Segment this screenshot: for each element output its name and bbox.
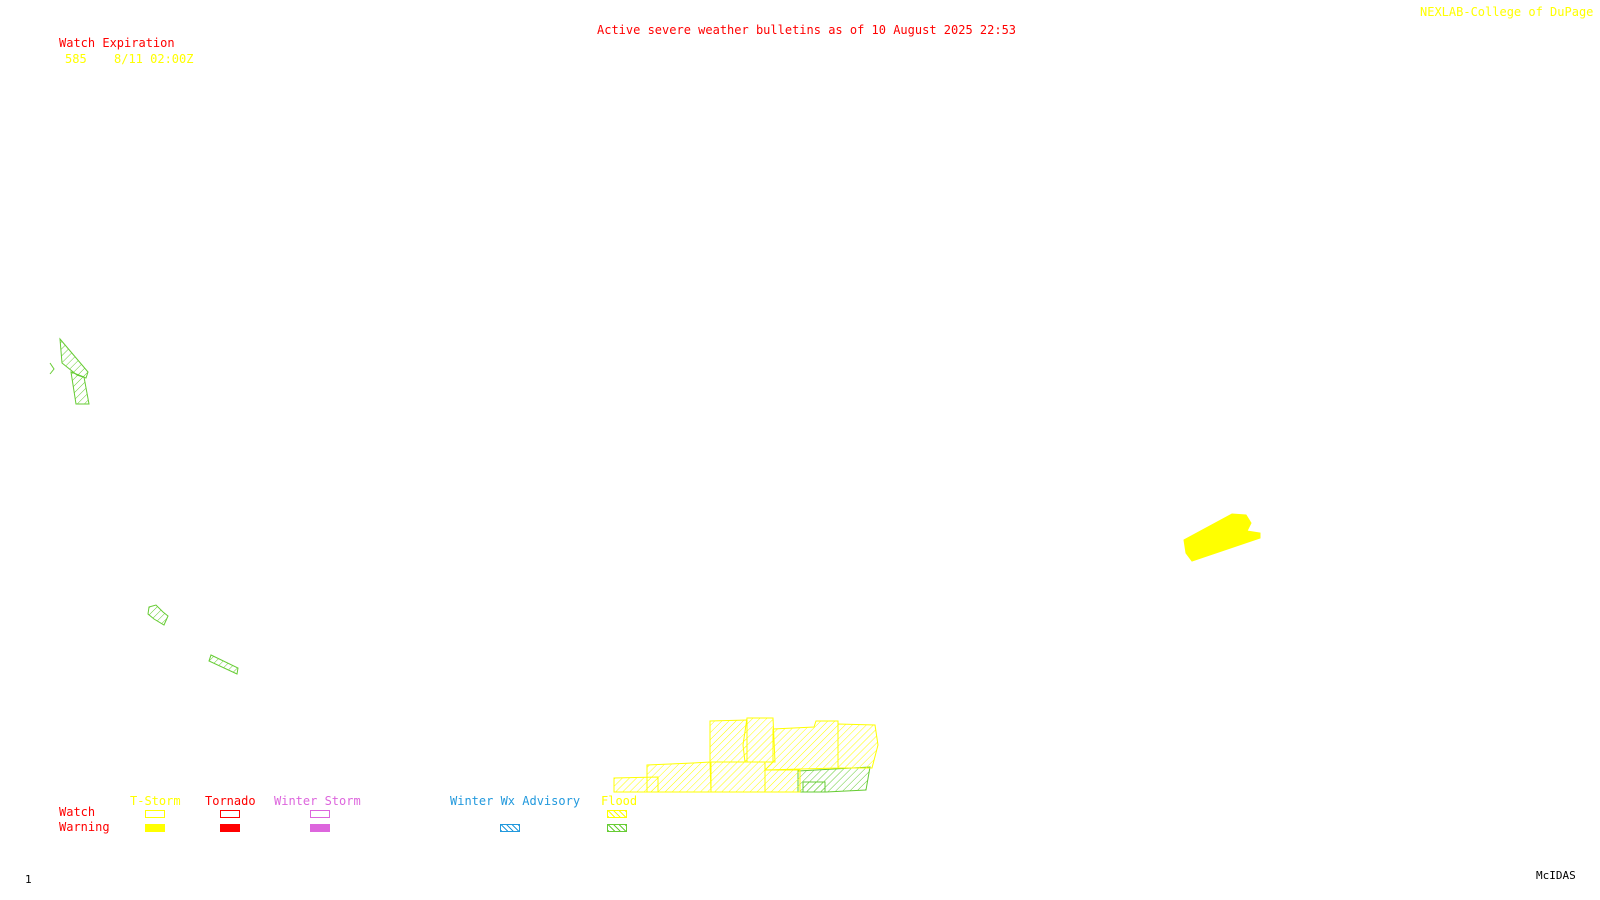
flood-watch-polygons <box>613 717 879 793</box>
flood-warning-polygon <box>208 654 239 675</box>
bulletin-title: Active severe weather bulletins as of 10… <box>597 23 1017 37</box>
legend-tstorm-label: T-Storm <box>130 794 181 808</box>
flood-watch-polygon <box>709 719 748 763</box>
flood-warning-polygon <box>59 337 89 379</box>
flood-warning-polygon <box>70 371 90 405</box>
tornado-watch-swatch <box>220 810 240 818</box>
flood-watch-polygon <box>837 723 879 769</box>
legend-flood-label: Flood <box>601 794 638 808</box>
flood-watch-polygon <box>710 761 766 793</box>
legend-watch-row-label: Watch <box>59 805 96 819</box>
watch-expires-time: 8/11 02:00Z <box>114 52 194 66</box>
winter-storm-watch-swatch <box>310 810 330 818</box>
flood-warning-swatch <box>607 824 627 832</box>
flood-watch-polygon <box>613 776 659 793</box>
flood-watch-polygon <box>763 720 839 771</box>
winter-storm-warning-swatch <box>310 824 330 832</box>
software-label: McIDAS <box>1536 869 1576 882</box>
legend-warning-row-label: Warning <box>59 820 110 834</box>
tstorm-warning-swatch <box>145 824 165 832</box>
flood-warning-polygons <box>49 337 871 793</box>
flood-warning-polygon <box>49 362 55 375</box>
legend-winter-advisory-label: Winter Wx Advisory <box>450 794 581 808</box>
flood-watch-swatch <box>607 810 627 818</box>
tstorm-warning-polygon <box>1183 513 1261 562</box>
tornado-warning-swatch <box>220 824 240 832</box>
flood-warning-polygon <box>147 604 169 626</box>
flood-watch-polygon <box>742 717 776 763</box>
watch-number: 585 <box>65 52 87 66</box>
flood-warning-polygon <box>802 781 826 793</box>
watch-expiration-heading: Watch Expiration <box>59 36 175 50</box>
frame-number: 1 <box>25 873 32 886</box>
winter-advisory-swatch <box>500 824 520 832</box>
tstorm-watch-swatch <box>145 810 165 818</box>
flood-watch-polygon <box>764 769 801 793</box>
legend-tornado-label: Tornado <box>205 794 256 808</box>
credit-label: NEXLAB-College of DuPage R <box>1420 5 1600 19</box>
legend-winter-storm-label: Winter Storm <box>274 794 361 808</box>
